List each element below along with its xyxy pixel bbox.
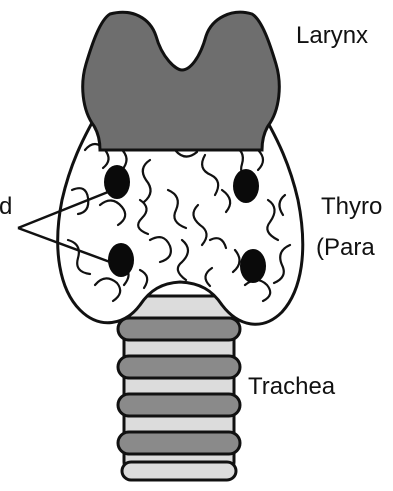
tracheal-ring-5 [122, 462, 236, 480]
trachea [118, 296, 240, 480]
tracheal-ring-3 [118, 394, 240, 416]
parathyroid-gland-upper-right [233, 169, 259, 203]
parathyroid-gland-upper-left [104, 165, 130, 199]
parathyroid-gland-lower-right [240, 249, 266, 283]
tracheal-ring-4 [118, 432, 240, 454]
larynx-label: Larynx [296, 24, 368, 48]
parathyroid-gland-lower-left [108, 243, 134, 277]
left-label-fragment: d [0, 195, 12, 219]
tracheal-ring-1 [118, 318, 240, 340]
trachea-label: Trachea [248, 375, 335, 399]
larynx-cartilage [83, 12, 280, 150]
tracheal-ring-2 [118, 356, 240, 378]
thyroid-label-line2: (Para [316, 236, 375, 260]
thyroid-label-line1: Thyro [321, 195, 382, 219]
